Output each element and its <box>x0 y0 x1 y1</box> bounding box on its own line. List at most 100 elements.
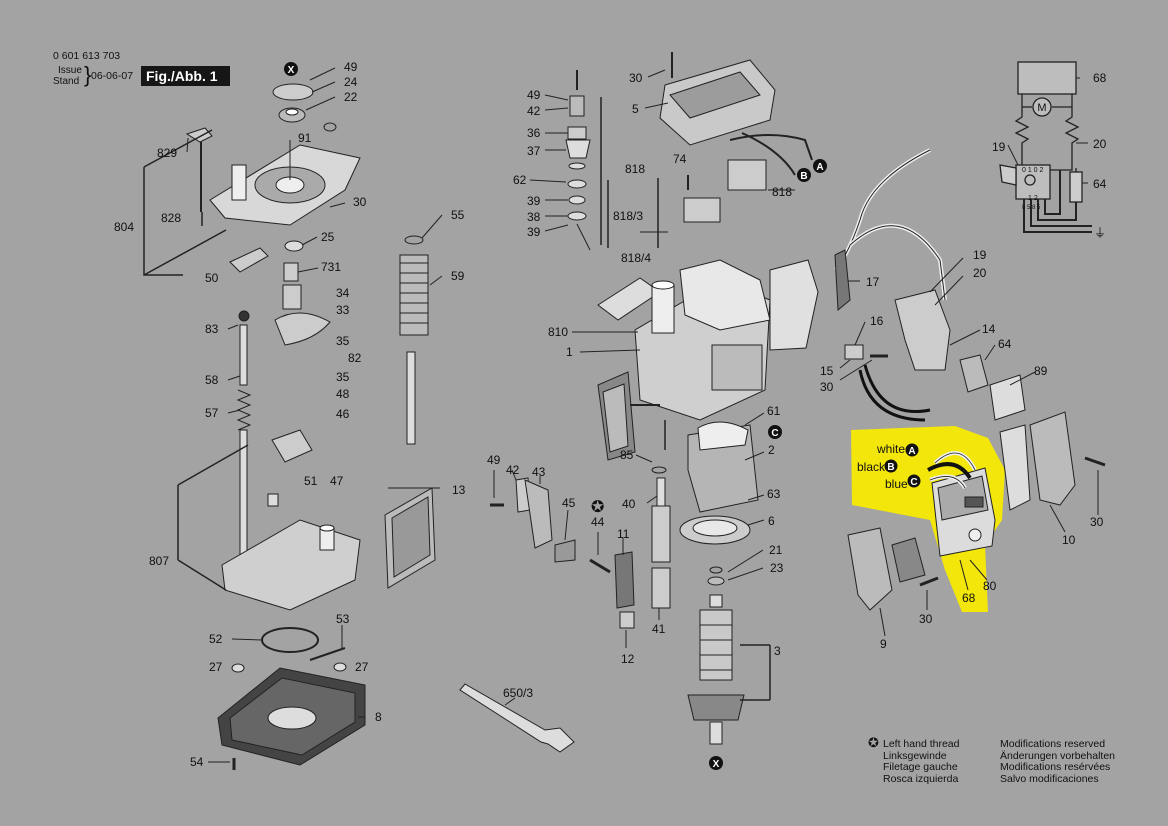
wire-label-white: white <box>876 442 905 456</box>
callout: 64 <box>1093 177 1107 191</box>
marker-x-top: X <box>284 62 298 76</box>
callout: 40 <box>622 497 636 511</box>
legend-left-hand-en: Left hand thread <box>883 738 960 750</box>
callout: 54 <box>190 755 204 769</box>
legend-mod-de: Änderungen vorbehalten <box>1000 749 1116 762</box>
callout: 27 <box>355 660 369 674</box>
callout: 38 <box>527 210 541 224</box>
callout: 13 <box>452 483 466 497</box>
callout: 35 <box>336 334 350 348</box>
svg-text:A: A <box>816 162 823 173</box>
callout: 818/3 <box>613 209 643 223</box>
issue-brace: } <box>84 62 92 87</box>
legend-left-hand-de: Linksgewinde <box>883 749 947 762</box>
callout: 15 <box>820 364 834 378</box>
callout: 74 <box>673 152 687 166</box>
callout: 19 <box>973 248 987 262</box>
callout: 45 <box>562 496 576 510</box>
schematic-motor-label: M <box>1037 102 1046 114</box>
callout: 1 <box>566 345 573 359</box>
callout: 6 <box>768 514 775 528</box>
schematic-terminal-pins: 8 5 8 5 <box>1022 205 1041 211</box>
marker-a-wire: A <box>905 443 919 457</box>
legend-left-hand-fr: Filetage gauche <box>883 761 958 773</box>
marker-c-wire: C <box>907 474 921 488</box>
legend-modifications: Modifications reserved Änderungen vorbeh… <box>1000 738 1116 785</box>
callout: 63 <box>767 487 781 501</box>
callout: 80 <box>983 579 997 593</box>
issue-date: 06-06-07 <box>91 70 134 82</box>
base-plate-assembly <box>185 83 575 770</box>
callout: 62 <box>513 173 527 187</box>
callout: 16 <box>870 314 884 328</box>
callout: 10 <box>1062 533 1076 547</box>
schematic-terminal-bottom: 1 2 <box>1028 195 1038 202</box>
callout: 82 <box>348 351 362 365</box>
callout: 49 <box>487 453 501 467</box>
callout: 41 <box>652 622 666 636</box>
marker-b-top: B <box>797 168 811 182</box>
svg-text:A: A <box>908 446 915 457</box>
schematic-ground-icon: ⏚ <box>1094 226 1106 240</box>
marker-x-bottom: X <box>709 756 723 770</box>
callout: 48 <box>336 387 350 401</box>
callout: 807 <box>149 554 169 568</box>
wiring-schematic <box>999 61 1092 233</box>
callout: 91 <box>298 131 312 145</box>
callout: 818 <box>772 185 792 199</box>
callout: 68 <box>1093 71 1107 85</box>
callout: 810 <box>548 325 568 339</box>
callout: 23 <box>770 561 784 575</box>
marker-c-motor: C <box>768 425 782 439</box>
wire-label-blue: blue <box>885 477 908 491</box>
left-hand-thread-icon: ✪ <box>868 735 879 750</box>
legend-left-hand: Left hand thread Linksgewinde Filetage g… <box>883 738 960 785</box>
callout: 2 <box>768 443 775 457</box>
callout: 818 <box>625 162 645 176</box>
callout: 61 <box>767 404 781 418</box>
callout-numbers: 49 24 22 91 829 828 804 30 25 50 731 34 … <box>114 60 1107 769</box>
callout: 27 <box>209 660 223 674</box>
callout: 33 <box>336 303 350 317</box>
callout: 804 <box>114 220 134 234</box>
callout: 30 <box>820 380 834 394</box>
callout: 49 <box>527 88 541 102</box>
callout: 30 <box>353 195 367 209</box>
bearing-stack <box>565 70 591 251</box>
motor-housing <box>597 148 1106 611</box>
armature-assembly <box>490 421 759 745</box>
svg-text:B: B <box>887 462 894 473</box>
callout: 12 <box>621 652 635 666</box>
callout: 22 <box>344 90 358 104</box>
callout: 89 <box>1034 364 1048 378</box>
callout: 83 <box>205 322 219 336</box>
callout: 25 <box>321 230 335 244</box>
callout: 49 <box>344 60 358 74</box>
callout: 818/4 <box>621 251 651 265</box>
legend-left-hand-es: Rosca izquierda <box>883 772 959 785</box>
svg-text:X: X <box>288 65 295 76</box>
group-frame-right <box>600 97 771 701</box>
svg-text:B: B <box>800 171 807 182</box>
callout: 85 <box>620 448 634 462</box>
callout: 36 <box>527 126 541 140</box>
callout: 5 <box>632 102 639 116</box>
wire-label-black: black <box>857 460 886 474</box>
svg-text:C: C <box>771 428 778 439</box>
marker-b-wire: B <box>884 459 898 473</box>
leader-lines <box>186 67 1099 763</box>
marker-a-top: A <box>813 159 827 173</box>
callout: 20 <box>1093 137 1107 151</box>
legend-mod-fr: Modifications resérvées <box>1000 761 1111 773</box>
callout: 58 <box>205 373 219 387</box>
callout: 731 <box>321 260 341 274</box>
callout: 59 <box>451 269 465 283</box>
callout: 8 <box>375 710 382 724</box>
callout: 9 <box>880 637 887 651</box>
callout: 11 <box>617 527 630 541</box>
issue-label: Issue <box>58 65 82 76</box>
motor-cap-assembly <box>640 52 813 233</box>
callout: 34 <box>336 286 350 300</box>
callout: 55 <box>451 208 465 222</box>
callout: 650/3 <box>503 686 533 700</box>
